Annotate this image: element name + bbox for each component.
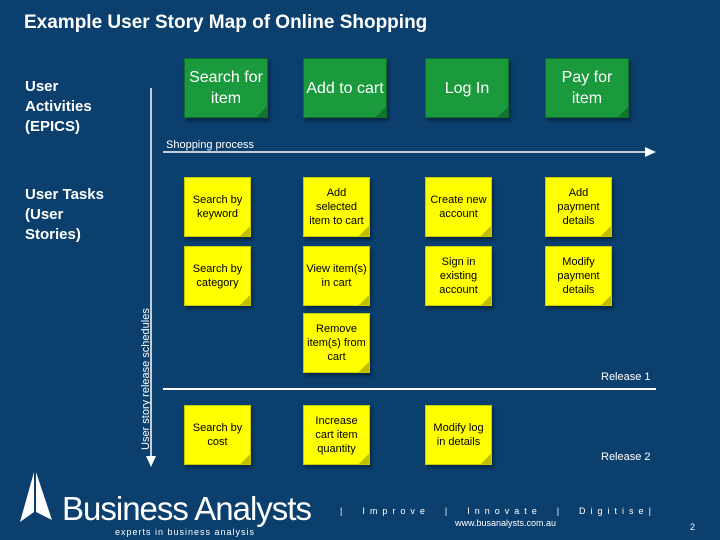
story-increase-quantity: Increase cart item quantity — [303, 405, 370, 465]
story-add-payment: Add payment details — [545, 177, 612, 237]
page-title: Example User Story Map of Online Shoppin… — [24, 12, 428, 33]
epic-search-for-item: Search for item — [184, 58, 268, 118]
activities-label: User Activities (EPICS) — [25, 77, 92, 137]
page-number: 2 — [690, 522, 696, 532]
tasks-label-line: User Tasks — [25, 186, 104, 203]
epic-pay-for-item: Pay for item — [545, 58, 629, 118]
story-search-by-keyword: Search by keyword — [184, 177, 251, 237]
process-arrow-head — [645, 147, 656, 157]
release-1-label: Release 1 — [601, 371, 651, 383]
story-modify-login: Modify log in details — [425, 405, 492, 465]
footer-motto: | Improve | Innovate | Digitise| — [340, 506, 656, 516]
story-view-cart: View item(s) in cart — [303, 246, 370, 306]
story-modify-payment: Modify payment details — [545, 246, 612, 306]
epic-log-in: Log In — [425, 58, 509, 118]
tasks-label-line: Stories) — [25, 226, 81, 243]
shopping-process-label: Shopping process — [166, 139, 255, 151]
story-remove-items: Remove item(s) from cart — [303, 313, 370, 373]
story-search-by-category: Search by category — [184, 246, 251, 306]
activities-label-line: Activities — [25, 98, 92, 115]
epic-add-to-cart: Add to cart — [303, 58, 387, 118]
activities-label-line: (EPICS) — [25, 118, 81, 135]
brand-name: Business Analysts — [62, 490, 312, 527]
footer-url: www.busanalysts.com.au — [455, 518, 557, 528]
story-add-selected-item: Add selected item to cart — [303, 177, 370, 237]
sail-logo-icon — [20, 472, 52, 522]
tasks-label: User Tasks (User Stories) — [25, 185, 104, 245]
tasks-label-line: (User — [25, 206, 64, 223]
release-schedule-label: User story release schedules — [140, 308, 152, 450]
release-2-label: Release 2 — [601, 451, 651, 463]
story-sign-in: Sign in existing account — [425, 246, 492, 306]
brand-tagline: experts in business analysis — [115, 527, 256, 537]
story-search-by-cost: Search by cost — [184, 405, 251, 465]
schedule-arrow-head — [146, 456, 156, 467]
activities-label-line: User — [25, 78, 59, 95]
story-create-account: Create new account — [425, 177, 492, 237]
